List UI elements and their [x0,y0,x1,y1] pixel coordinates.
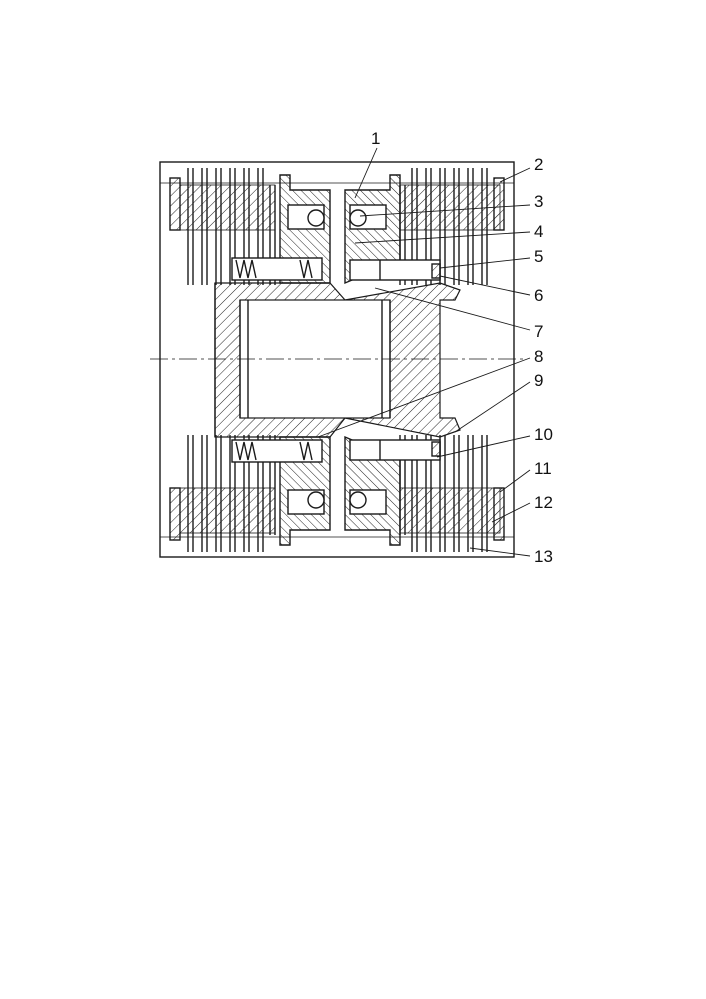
label-8: 8 [534,347,543,366]
left-plate-pack-bottom [169,435,276,552]
label-2: 2 [534,155,543,174]
spring-assembly-bottom-left [231,439,323,463]
label-9: 9 [534,371,543,390]
pin-assembly-top-right [349,259,441,281]
central-hub [214,282,461,438]
label-3: 3 [534,192,543,211]
leader-lines [317,147,531,557]
label-12: 12 [534,493,553,512]
label-4: 4 [534,222,543,241]
right-plate-pack-top [399,168,505,285]
outer-housing [159,161,515,558]
gear-carrier-bottom [279,435,401,546]
label-6: 6 [534,286,543,305]
gear-carrier-top [279,174,401,285]
pin-assembly-bottom-right [349,439,441,461]
right-plate-pack-bottom [399,435,505,552]
label-13: 13 [534,547,553,566]
spring-assembly-top-left [231,257,323,281]
label-1: 1 [371,129,380,148]
reference-labels: 1 2 3 4 5 6 7 8 9 10 11 12 13 [371,129,553,566]
label-7: 7 [534,322,543,341]
label-10: 10 [534,425,553,444]
label-11: 11 [534,459,552,478]
label-5: 5 [534,247,543,266]
